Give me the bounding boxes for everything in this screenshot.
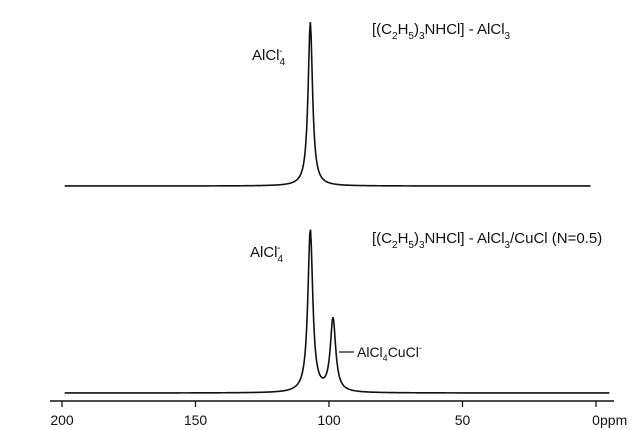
x-axis-ticks: 200 150 100 50 0: [50, 401, 600, 428]
top-title: [(C2H5)3NHCl] - AlCl3: [372, 21, 511, 42]
x-tick-label: 200: [50, 412, 74, 428]
bottom-peak-label-1: AlCl4-: [250, 243, 284, 265]
bottom-spectrum: AlCl4- AlCl4CuCl- [(C2H5)3NHCl] - AlCl3/…: [64, 229, 610, 394]
x-tick-label: 100: [317, 412, 341, 428]
top-peak-label: AlCl4-: [252, 46, 286, 68]
x-tick-label: 0: [592, 412, 600, 428]
top-spectrum: AlCl4- [(C2H5)3NHCl] - AlCl3: [64, 21, 591, 187]
bottom-spectrum-line: [64, 229, 610, 394]
bottom-peak-label-2: AlCl4CuCl-: [357, 343, 422, 363]
x-axis-unit: ppm: [600, 412, 627, 428]
x-axis: 200 150 100 50 0 ppm: [50, 400, 627, 428]
top-spectrum-line: [64, 22, 591, 187]
x-tick-label: 150: [184, 412, 208, 428]
x-tick-label: 50: [455, 412, 471, 428]
bottom-title: [(C2H5)3NHCl] - AlCl3/CuCl (N=0.5): [372, 230, 602, 251]
